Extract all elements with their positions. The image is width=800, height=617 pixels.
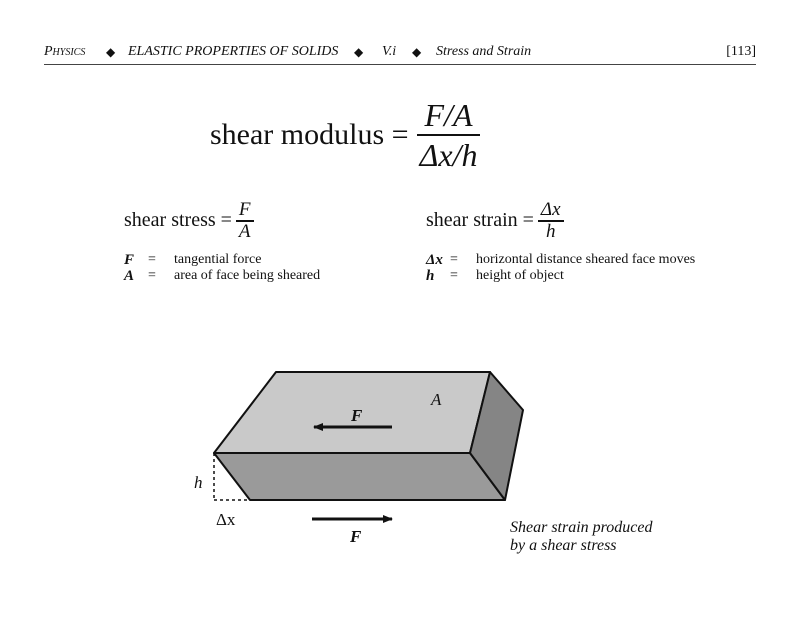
force-label-bottom: F xyxy=(349,527,362,546)
definition-symbol: A xyxy=(124,268,135,284)
formula-lhs: shear modulus = xyxy=(210,118,409,151)
definition-text: area of face being sheared xyxy=(174,268,321,283)
definition-text: horizontal distance sheared face moves xyxy=(476,252,696,267)
block-front-face xyxy=(213,452,506,501)
definition-row: h = height of object xyxy=(426,268,695,284)
definition-equals: = xyxy=(450,268,458,283)
definition-row: Δx = horizontal distance sheared face mo… xyxy=(426,252,695,268)
stress-definitions: F = tangential force A = area of face be… xyxy=(124,252,320,284)
header-chapter: ELASTIC PROPERTIES OF SOLIDS xyxy=(128,44,339,59)
definition-symbol: F xyxy=(124,252,135,268)
formula-fraction: F/A Δx/h xyxy=(416,96,481,174)
header-rule xyxy=(44,64,756,65)
running-header: Physics ◆ ELASTIC PROPERTIES OF SOLIDS ◆… xyxy=(44,44,756,66)
header-bullet: ◆ xyxy=(354,45,364,59)
definition-equals: = xyxy=(450,252,458,267)
header-subject: Physics xyxy=(44,44,86,59)
stress-lhs: shear stress = xyxy=(124,209,232,232)
strain-lhs: shear strain = xyxy=(426,209,534,232)
definition-equals: = xyxy=(148,268,156,283)
definition-symbol: Δx xyxy=(426,252,443,268)
caption-line: Shear strain produced xyxy=(510,519,653,536)
force-label-top: F xyxy=(350,406,363,425)
strain-fraction: Δx h xyxy=(537,199,564,242)
strain-denominator: h xyxy=(545,220,556,242)
block-side-face xyxy=(469,371,524,501)
area-label: A xyxy=(430,390,442,409)
shear-strain-formula: shear strain = Δx h xyxy=(426,200,564,242)
stress-fraction: F A xyxy=(235,199,254,242)
stress-denominator: A xyxy=(238,220,251,242)
definition-text: tangential force xyxy=(174,252,262,267)
header-topic: Stress and Strain xyxy=(436,44,532,59)
header-bullet: ◆ xyxy=(412,45,422,59)
formula-numerator: F/A xyxy=(424,97,473,133)
shear-modulus-formula: shear modulus = F/A Δx/h xyxy=(210,96,481,174)
definition-equals: = xyxy=(148,252,156,267)
stress-numerator: F xyxy=(238,199,251,220)
formula-denominator: Δx/h xyxy=(419,137,478,173)
fraction-bar xyxy=(416,134,481,136)
shear-stress-formula: shear stress = F A xyxy=(124,200,254,242)
definition-row: A = area of face being sheared xyxy=(124,268,320,284)
strain-definitions: Δx = horizontal distance sheared face mo… xyxy=(426,252,695,284)
height-label: h xyxy=(194,473,203,492)
dx-label: Δx xyxy=(216,510,236,529)
definition-row: F = tangential force xyxy=(124,252,320,268)
fraction-bar xyxy=(537,220,564,222)
fraction-bar xyxy=(235,220,254,222)
strain-numerator: Δx xyxy=(540,199,561,220)
definition-symbol: h xyxy=(426,268,435,284)
caption-line: by a shear stress xyxy=(510,537,617,554)
page-number: [113] xyxy=(726,44,756,59)
header-section: V.i xyxy=(382,44,397,59)
definition-text: height of object xyxy=(476,268,564,283)
header-bullet: ◆ xyxy=(106,45,116,59)
figure-caption: Shear strain produced by a shear stress xyxy=(510,519,653,555)
